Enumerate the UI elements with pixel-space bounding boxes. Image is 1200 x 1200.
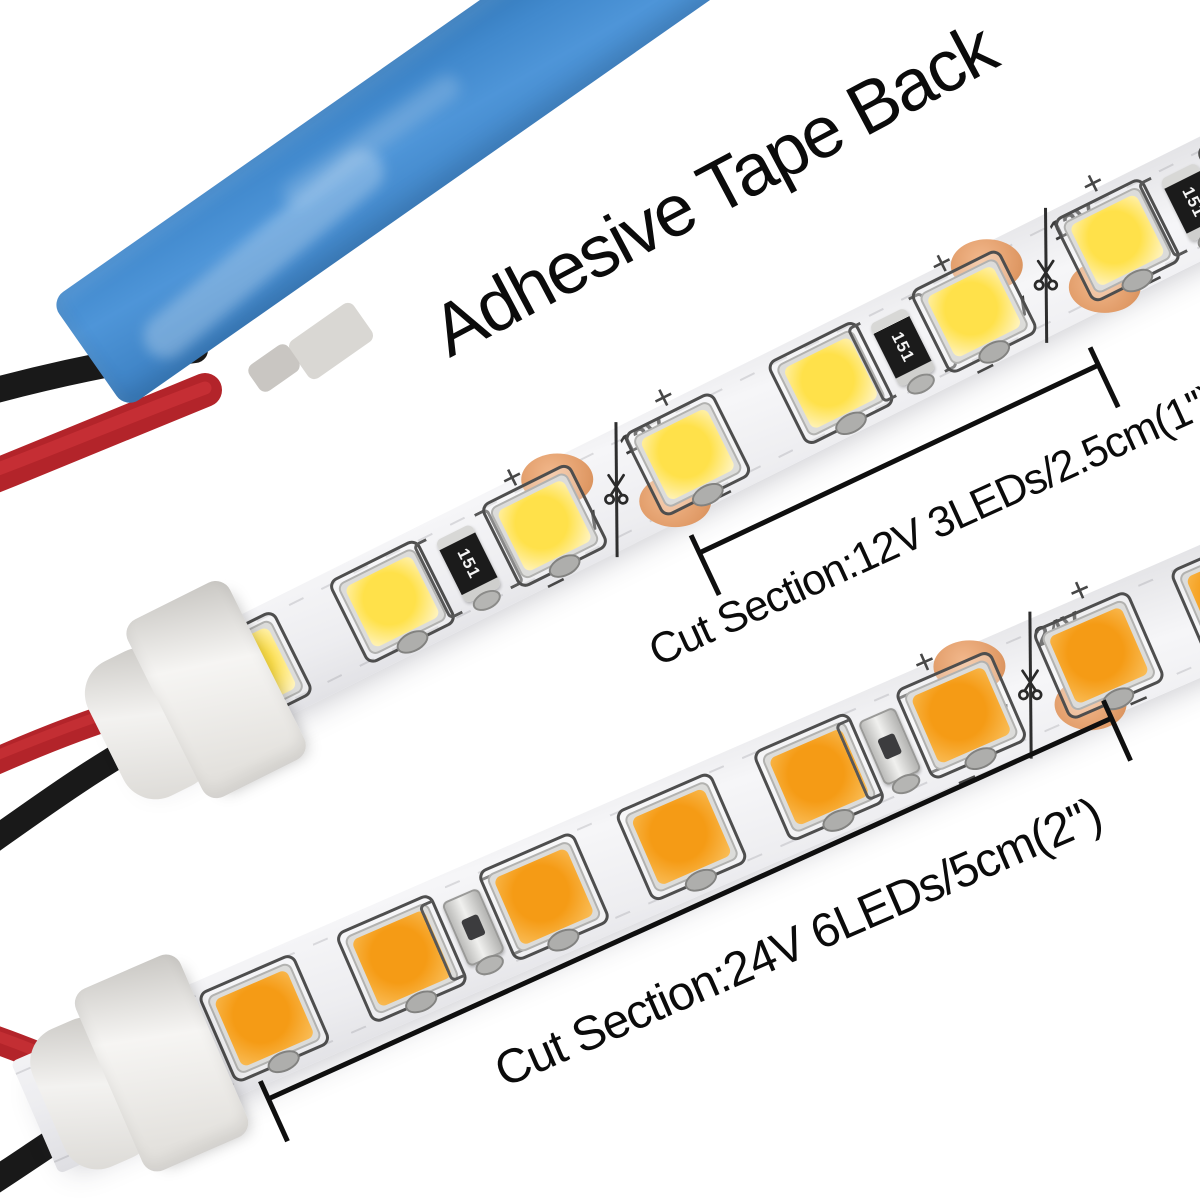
resistor: 151 xyxy=(1137,146,1200,259)
led-strip-24v: 24V24V++−− xyxy=(10,507,1200,1181)
tape-red-wire-sheen xyxy=(0,381,212,476)
cut-section-mark: 2V12V++−− xyxy=(923,160,1171,391)
resistor: 151 xyxy=(412,507,525,621)
scissors-icon xyxy=(1031,259,1061,293)
cut-section-mark: 24V24V++−− xyxy=(906,567,1156,803)
cut-section-mark: 2V12V++−− xyxy=(493,374,741,605)
scissors-icon xyxy=(1015,668,1045,702)
scissors-icon xyxy=(601,473,631,507)
